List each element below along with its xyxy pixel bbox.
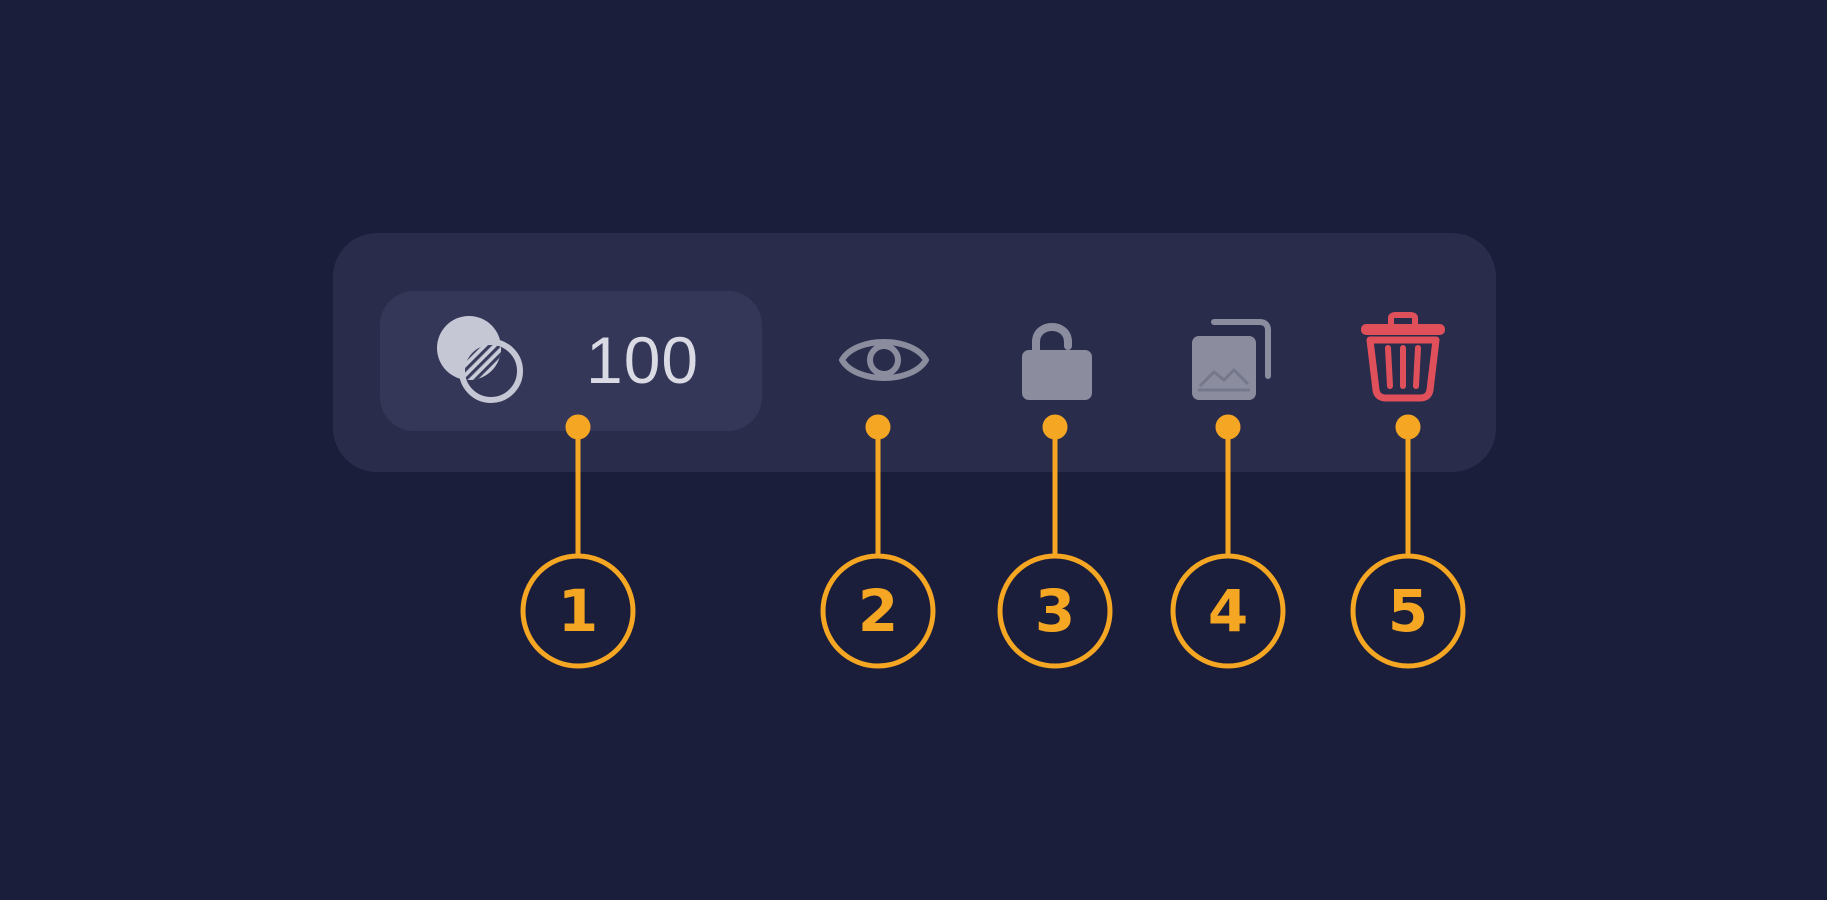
- callout-dot-5: [1395, 414, 1421, 440]
- callout-ring-1: [520, 553, 636, 669]
- callout-dot-3: [1042, 414, 1068, 440]
- callout-label-3: 3: [1034, 577, 1076, 645]
- callout-label-2: 2: [857, 577, 899, 645]
- callout-dot-4: [1215, 414, 1241, 440]
- blend-opacity-icon: [437, 316, 523, 403]
- callout-dot-2: [865, 414, 891, 440]
- callout-ring-3: [997, 553, 1113, 669]
- eye-icon[interactable]: [838, 328, 930, 392]
- duplicate-image-icon[interactable]: [1188, 318, 1272, 404]
- callout-label-1: 1: [557, 577, 599, 645]
- callout-dot-1: [565, 414, 591, 440]
- callout-ring-4: [1170, 553, 1286, 669]
- callout-ring-5: [1350, 553, 1466, 669]
- callout-ring-2: [820, 553, 936, 669]
- trash-icon[interactable]: [1358, 312, 1448, 402]
- callout-label-5: 5: [1387, 577, 1429, 645]
- callout-label-4: 4: [1207, 577, 1249, 645]
- unlock-icon[interactable]: [1018, 318, 1094, 402]
- opacity-value: 100: [586, 323, 700, 397]
